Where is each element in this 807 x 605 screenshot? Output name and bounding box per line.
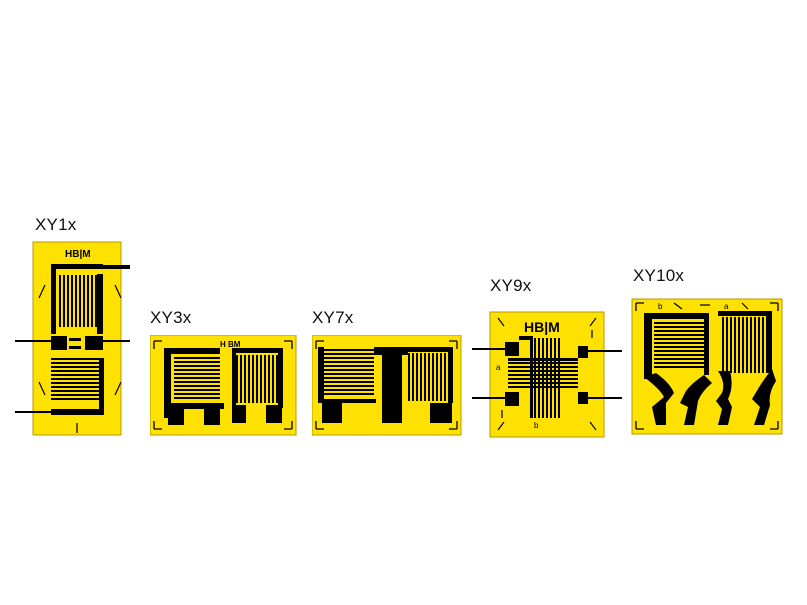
gauge-label-xy10x: XY10x (633, 266, 685, 285)
top-grid (59, 275, 97, 327)
grid-b-label: b (658, 302, 663, 311)
left-grid (654, 322, 708, 368)
strain-gauge-xy9x: HB|M a b (472, 311, 622, 438)
left-grid (324, 349, 374, 395)
left-grid (174, 357, 220, 399)
grid-b-label: b (534, 421, 539, 430)
horizontal-grid (508, 362, 578, 388)
right-grid (722, 317, 764, 373)
strain-gauge-xy10x: b a (631, 298, 783, 435)
grid-a-label: a (724, 302, 729, 311)
right-grid (408, 353, 446, 401)
grid-a-label: a (496, 363, 501, 372)
gauge-label-xy9x: XY9x (490, 276, 532, 295)
gauge-label-xy7x: XY7x (312, 308, 354, 327)
strain-gauge-xy1x: HB|M (15, 241, 130, 436)
right-grid (236, 355, 278, 403)
gauge-label-xy3x: XY3x (150, 308, 192, 327)
bottom-grid (51, 358, 103, 400)
strain-gauge-xy7x (312, 335, 462, 436)
gauge-label-xy1x: XY1x (35, 215, 77, 234)
brand-mark: HB|M (65, 249, 91, 260)
brand-mark: HB|M (524, 319, 560, 335)
strain-gauge-xy3x: H BM (150, 335, 297, 436)
brand-mark: H BM (220, 340, 241, 349)
